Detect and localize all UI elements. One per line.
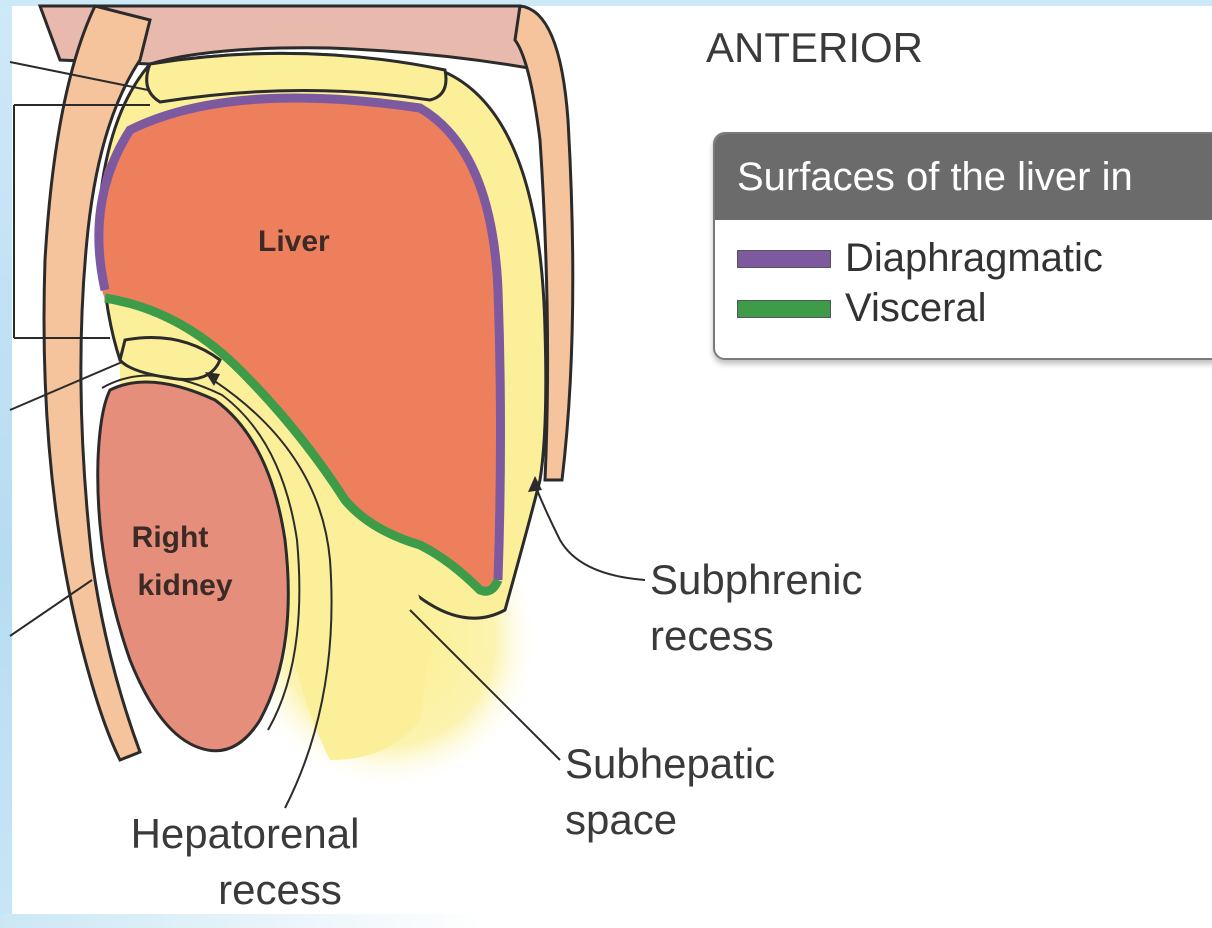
hepatorenal-label-line1: Hepatorenal — [120, 810, 370, 858]
legend-title: Surfaces of the liver in — [715, 134, 1212, 220]
kidney-label-line2: kidney — [120, 568, 250, 604]
subphrenic-label-line2: recess — [650, 612, 774, 660]
visceral-swatch — [737, 300, 831, 318]
subphrenic-label-line1: Subphrenic — [650, 556, 862, 604]
subhepatic-label-line2: space — [565, 796, 677, 844]
subhepatic-label-line1: Subhepatic — [565, 740, 775, 788]
legend-box: Surfaces of the liver in Diaphragmatic V… — [713, 132, 1212, 360]
liver-label: Liver — [258, 224, 330, 260]
orientation-label: ANTERIOR — [706, 24, 923, 72]
slide-frame-bottom — [0, 914, 1212, 928]
diaphragmatic-swatch — [737, 250, 831, 268]
legend-item-label: Visceral — [845, 286, 987, 330]
hepatorenal-label-line2: recess — [190, 866, 370, 914]
kidney-label-line1: Right — [120, 520, 220, 556]
legend-item-label: Diaphragmatic — [845, 236, 1103, 280]
subphrenic-arrow — [535, 485, 645, 580]
